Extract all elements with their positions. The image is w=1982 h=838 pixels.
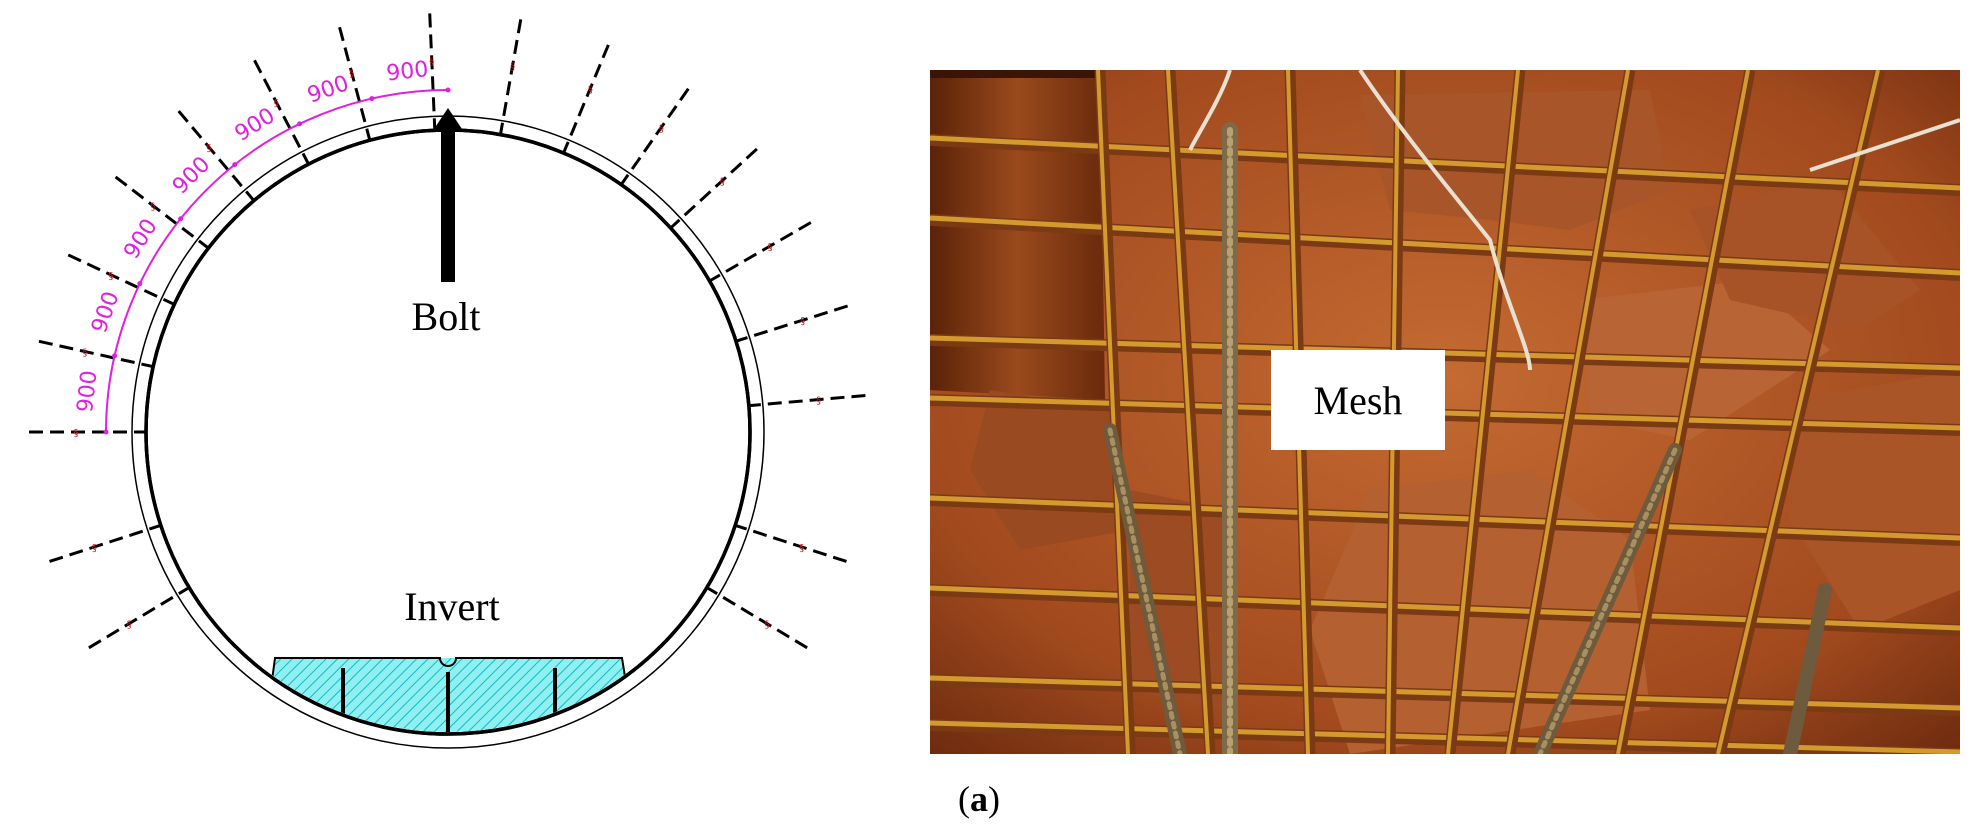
rebar-bolts bbox=[1103, 122, 1832, 754]
bolt-marker: § bbox=[720, 177, 725, 188]
spacing-label: 900 bbox=[73, 369, 103, 414]
spacing-label: 900 bbox=[304, 71, 352, 108]
bolt-marker: § bbox=[816, 396, 821, 407]
bolt-marker: § bbox=[108, 271, 113, 282]
mesh-photo bbox=[930, 70, 1960, 754]
mesh-photo-illustration bbox=[930, 70, 1960, 754]
spacing-tick bbox=[445, 87, 451, 93]
bolt-line bbox=[498, 18, 523, 137]
spacing-label: 900 bbox=[385, 57, 430, 87]
invert-label: Invert bbox=[404, 584, 500, 629]
bolt-marker: § bbox=[349, 69, 354, 80]
invert bbox=[258, 657, 642, 732]
bolt-marker: § bbox=[588, 84, 593, 95]
spacing-label: 900 bbox=[119, 215, 163, 264]
bolt-marker: § bbox=[799, 543, 804, 554]
tie-wires bbox=[1188, 70, 1960, 371]
bolt-marker: § bbox=[510, 62, 515, 73]
bolt-line bbox=[668, 147, 759, 231]
bolt-marker: § bbox=[82, 347, 87, 358]
spacing-tick bbox=[112, 353, 118, 359]
bolt-marker: § bbox=[800, 316, 805, 327]
bolt-line bbox=[707, 220, 813, 284]
spacing-tick bbox=[103, 429, 109, 435]
bolt-line bbox=[732, 523, 848, 564]
bolt-line bbox=[704, 585, 809, 650]
bolt-line bbox=[746, 393, 867, 408]
bolt-marker: § bbox=[768, 242, 773, 253]
spacing-tick bbox=[297, 121, 303, 127]
mesh-bar-highlight bbox=[930, 335, 1960, 371]
mesh-bar-highlight bbox=[1446, 70, 1520, 754]
spacing-tick bbox=[178, 216, 184, 222]
panel-caption: (a) bbox=[958, 778, 1000, 820]
radial-bolts: § § § § § § § § § § § § § § § § § § § bbox=[28, 12, 867, 650]
mesh-label-text: Mesh bbox=[1313, 377, 1403, 423]
spacing-label: 900 bbox=[168, 152, 215, 199]
bolt-marker: § bbox=[274, 98, 279, 109]
caption-close: ) bbox=[988, 779, 1000, 819]
bolt-marker: § bbox=[764, 620, 769, 631]
bolt-marker: § bbox=[429, 56, 434, 67]
bolt-line bbox=[87, 585, 192, 650]
bolt-label: Bolt bbox=[412, 294, 481, 339]
steel-mesh-grid bbox=[930, 70, 1960, 754]
mesh-bar-highlight bbox=[1716, 70, 1880, 754]
spacing-tick bbox=[369, 96, 375, 102]
mesh-bar-highlight bbox=[930, 395, 1960, 431]
spacing-tick bbox=[137, 281, 143, 287]
bolt-marker: § bbox=[92, 543, 97, 554]
bolt-line bbox=[37, 339, 156, 369]
bolt-line bbox=[48, 523, 164, 564]
mesh-label: Mesh bbox=[1271, 350, 1445, 450]
mesh-bar-highlight bbox=[930, 495, 1960, 541]
bolt-marker: § bbox=[206, 143, 211, 154]
bolt-marker: § bbox=[150, 202, 155, 213]
bolt-marker: § bbox=[74, 428, 79, 439]
spacing-tick bbox=[232, 162, 238, 168]
bolt-line bbox=[428, 12, 437, 133]
caption-letter: a bbox=[970, 779, 988, 819]
bolt-marker: § bbox=[659, 123, 664, 134]
mesh-bar-highlight bbox=[1166, 70, 1210, 754]
mesh-bar-highlight bbox=[930, 585, 1960, 631]
spacing-label: 900 bbox=[87, 288, 124, 336]
caption-open: ( bbox=[958, 779, 970, 819]
bolt-line bbox=[733, 304, 850, 344]
spacing-arc bbox=[105, 89, 449, 433]
bolt-line bbox=[618, 87, 691, 188]
bolt-arrow bbox=[432, 108, 464, 282]
bolt-line bbox=[561, 43, 611, 156]
mesh-bar-highlight bbox=[930, 675, 1960, 711]
spacing-label: 900 bbox=[231, 103, 280, 147]
mesh-bar-highlight bbox=[1096, 70, 1130, 754]
bolt-marker: § bbox=[127, 620, 132, 631]
mesh-bar-highlight bbox=[1616, 70, 1750, 754]
mesh-bar-highlight bbox=[1506, 70, 1630, 754]
